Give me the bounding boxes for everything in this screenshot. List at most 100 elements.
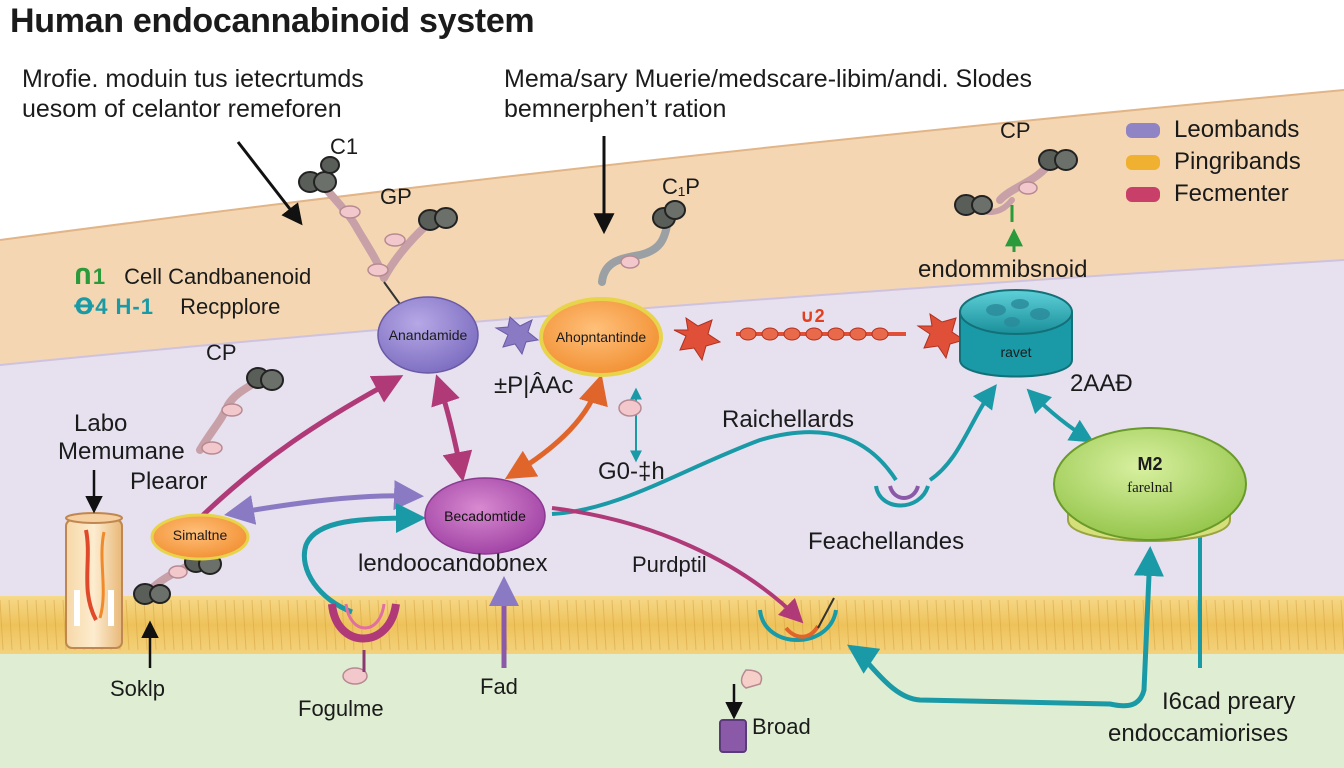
simaltne-label: Simaltne bbox=[172, 527, 228, 543]
membrane-lipid-strand bbox=[1322, 599, 1327, 651]
membrane-lipid-strand bbox=[1286, 599, 1291, 651]
membrane-lipid-strand bbox=[836, 599, 841, 651]
membrane-lipid-strand bbox=[467, 599, 472, 651]
membrane-lipid-strand bbox=[368, 599, 373, 651]
membrane-lipid-strand bbox=[323, 599, 328, 651]
membrane-lipid-strand bbox=[665, 599, 670, 651]
membrane-lipid-strand bbox=[224, 599, 229, 651]
protein-knot-cp-left bbox=[246, 367, 284, 391]
membrane-lipid-strand bbox=[539, 599, 544, 651]
membrane-lipid-strand bbox=[1313, 599, 1318, 651]
legend-label-3: Fecmenter bbox=[1174, 180, 1289, 207]
membrane-lipid-strand bbox=[737, 599, 742, 651]
membrane-lipid-strand bbox=[458, 599, 463, 651]
cell-boundary-line bbox=[0, 89, 1344, 241]
membrane-lipid-strand bbox=[1268, 599, 1273, 651]
membrane-lipid-strand bbox=[809, 599, 814, 651]
membrane-lipid-strand bbox=[8, 599, 13, 651]
red-chain-bead bbox=[849, 327, 867, 341]
legend-item-2: Pingribands bbox=[1126, 148, 1301, 176]
membrane-lipid-strand bbox=[377, 599, 382, 651]
cell-tube bbox=[65, 512, 123, 649]
membrane-lipid-strand bbox=[206, 599, 211, 651]
membrane-lipid-strand bbox=[314, 599, 319, 651]
broad-receptor bbox=[719, 597, 838, 753]
membrane-lipid-strand bbox=[251, 599, 256, 651]
red-star-left bbox=[673, 316, 722, 362]
label-fogulme: Fogulme bbox=[298, 696, 384, 721]
red-chain-bead bbox=[805, 327, 823, 341]
membrane-lipid-strand bbox=[602, 599, 607, 651]
membrane-lipid-strand bbox=[1250, 599, 1255, 651]
membrane-lipid-strand bbox=[647, 599, 652, 651]
membrane-lipid-strand bbox=[701, 599, 706, 651]
legend: Leombands Pingribands Fecmenter bbox=[1126, 116, 1301, 208]
label-bottom-right-line1: I6cad preary bbox=[1162, 688, 1296, 715]
membrane-lipid-strand bbox=[1232, 599, 1237, 651]
purple-star bbox=[494, 316, 540, 356]
membrane-lipid-strand bbox=[692, 599, 697, 651]
receptor-chain-cp-mid bbox=[598, 216, 672, 286]
label-cp-right: CP bbox=[1000, 118, 1031, 143]
membrane-lipid-strand bbox=[566, 599, 571, 651]
lipid-membrane bbox=[0, 596, 1344, 654]
label-labo-line2: Memumane bbox=[58, 438, 185, 465]
label-labo-line1: Labo bbox=[74, 410, 128, 437]
pathway-teal-m2-loop bbox=[847, 546, 1164, 709]
label-raichellards: Raichellards bbox=[722, 406, 855, 433]
key-label-1: Cell Candbanenoid bbox=[124, 264, 312, 289]
feachellandes-receptor bbox=[874, 485, 930, 508]
label-cp-mid: C₁P bbox=[662, 174, 700, 199]
label-bottom-right-line2: endoccamiorises bbox=[1108, 720, 1289, 747]
label-gp: GP bbox=[380, 184, 412, 209]
membrane-lipid-strand bbox=[1241, 599, 1246, 651]
fogulme-receptor bbox=[328, 603, 400, 672]
membrane-lipid-strand bbox=[755, 599, 760, 651]
note-top-center-line1: Mema/sary Muerie/medscare-libim/andi. Sl… bbox=[504, 65, 1032, 93]
label-c1: C1 bbox=[330, 134, 359, 159]
legend-swatch-2 bbox=[1126, 154, 1160, 170]
red-chain-bead bbox=[761, 327, 779, 341]
membrane-lipid-strand bbox=[728, 599, 733, 651]
membrane-lipid-strand bbox=[521, 599, 526, 651]
membrane-lipid-strand bbox=[197, 599, 202, 651]
legend-label-2: Pingribands bbox=[1174, 148, 1301, 175]
label-soklp: Soklp bbox=[110, 676, 166, 701]
membrane-lipid-strand bbox=[683, 599, 688, 651]
membrane-lipid-strand bbox=[125, 599, 130, 651]
pink-subunits bbox=[168, 181, 1038, 685]
cell-boundary-line-2 bbox=[0, 259, 1344, 366]
pathway-magenta-becadomtide-broad bbox=[551, 506, 804, 624]
becadomtide-label: Becadomtide bbox=[444, 508, 526, 524]
ravet-node bbox=[959, 289, 1073, 378]
label-purdptil: Purdptil bbox=[632, 552, 707, 577]
red-chain bbox=[736, 327, 906, 341]
label-endommibsnoid: endommibsnoid bbox=[918, 256, 1088, 283]
protein-knot-c1 bbox=[298, 156, 340, 193]
key-mark-1: ᑎ1 bbox=[74, 264, 107, 289]
red-star-right bbox=[916, 312, 966, 360]
membrane-lipid-strand bbox=[449, 599, 454, 651]
membrane-lipid-strand bbox=[746, 599, 751, 651]
pathway-purple-simaltne-becadomtide bbox=[224, 480, 424, 525]
membrane-lipid-strand bbox=[260, 599, 265, 651]
m2-node bbox=[1053, 427, 1247, 542]
note-top-center-line2: bemnerphen’t ration bbox=[504, 95, 727, 123]
simaltne-node bbox=[150, 513, 250, 561]
key-row-2: Ꝋ4 H-1 Recpplore bbox=[74, 294, 280, 320]
membrane-lipid-strand bbox=[656, 599, 661, 651]
note-top-left-line1: Mrofie. moduin tus ietecrtumds bbox=[22, 65, 364, 93]
pathway-orange-becadomtide-ahopntantinde bbox=[504, 374, 608, 480]
protein-knot-cp-right bbox=[954, 149, 1078, 216]
membrane-lipid-strand bbox=[773, 599, 778, 651]
membrane-lipid-strand bbox=[719, 599, 724, 651]
membrane-lipid-strand bbox=[674, 599, 679, 651]
red-chain-bead bbox=[871, 327, 889, 341]
membrane-lipid-strand bbox=[494, 599, 499, 651]
red-chain-bead bbox=[827, 327, 845, 341]
membrane-lipid-strand bbox=[0, 599, 4, 651]
key-row-1: ᑎ1 Cell Candbanenoid bbox=[74, 264, 311, 290]
ahopntantinde-node bbox=[539, 297, 663, 377]
pathway-magenta-to-anandamide bbox=[198, 375, 404, 520]
